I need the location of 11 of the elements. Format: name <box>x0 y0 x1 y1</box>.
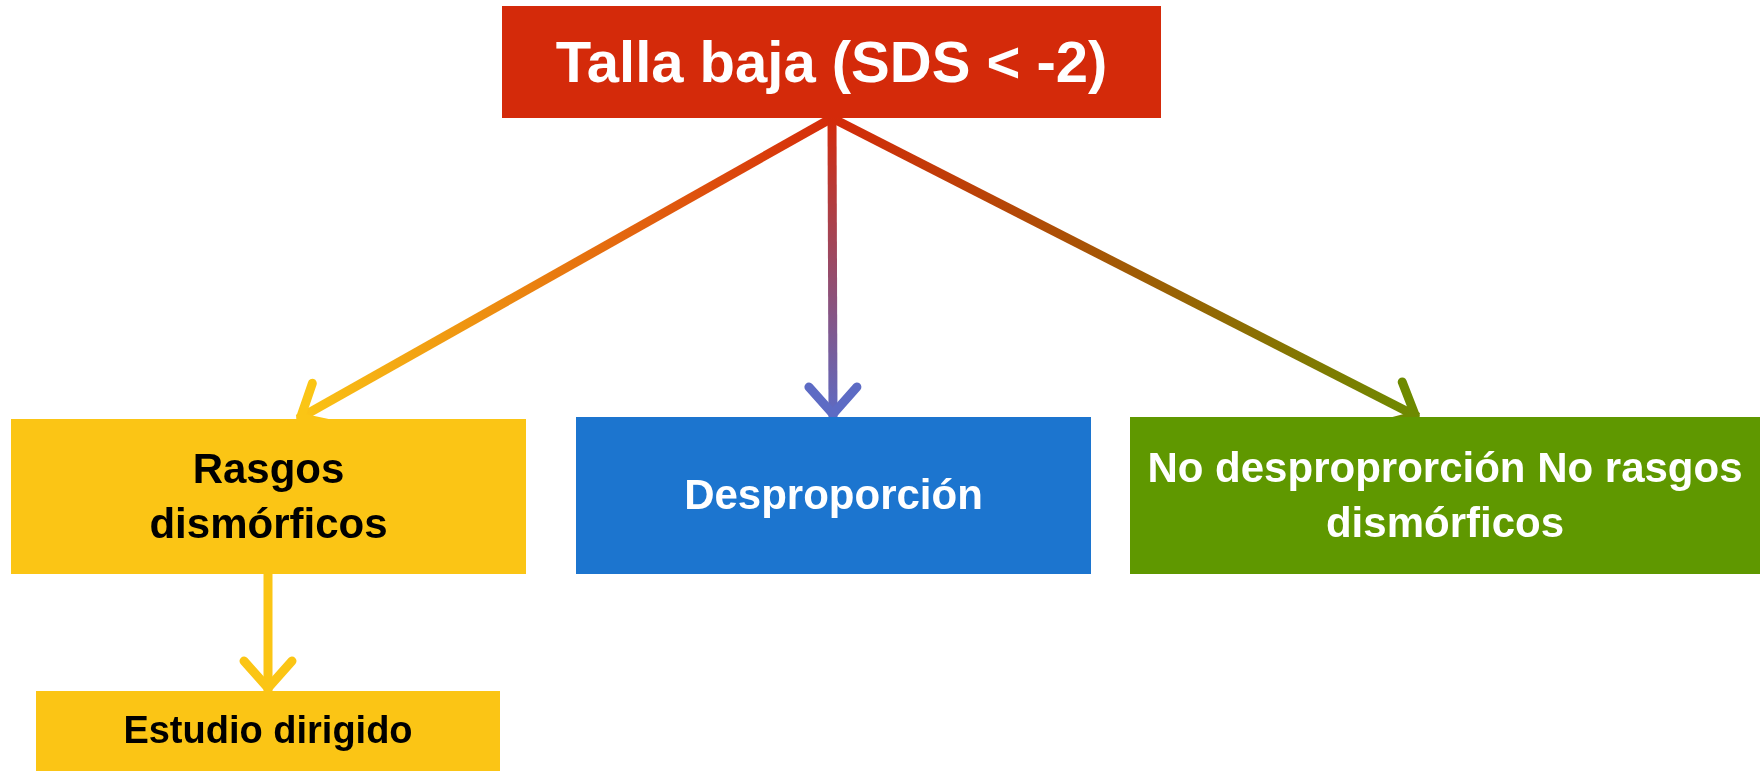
process-box <box>36 691 500 771</box>
box-label: Talla baja (SDS < -2) <box>555 28 1108 97</box>
box-label: Desproporción <box>684 470 983 521</box>
title-box <box>502 6 1161 118</box>
box-label: Estudio dirigido <box>123 708 413 754</box>
box-label: No desproprorción No rasgos dismórficos <box>1146 442 1744 548</box>
process-box <box>11 419 526 574</box>
process-box <box>1130 417 1760 574</box>
process-box <box>576 417 1091 574</box>
box-label: Rasgos dismórficos <box>148 443 389 549</box>
arrow <box>239 574 297 693</box>
